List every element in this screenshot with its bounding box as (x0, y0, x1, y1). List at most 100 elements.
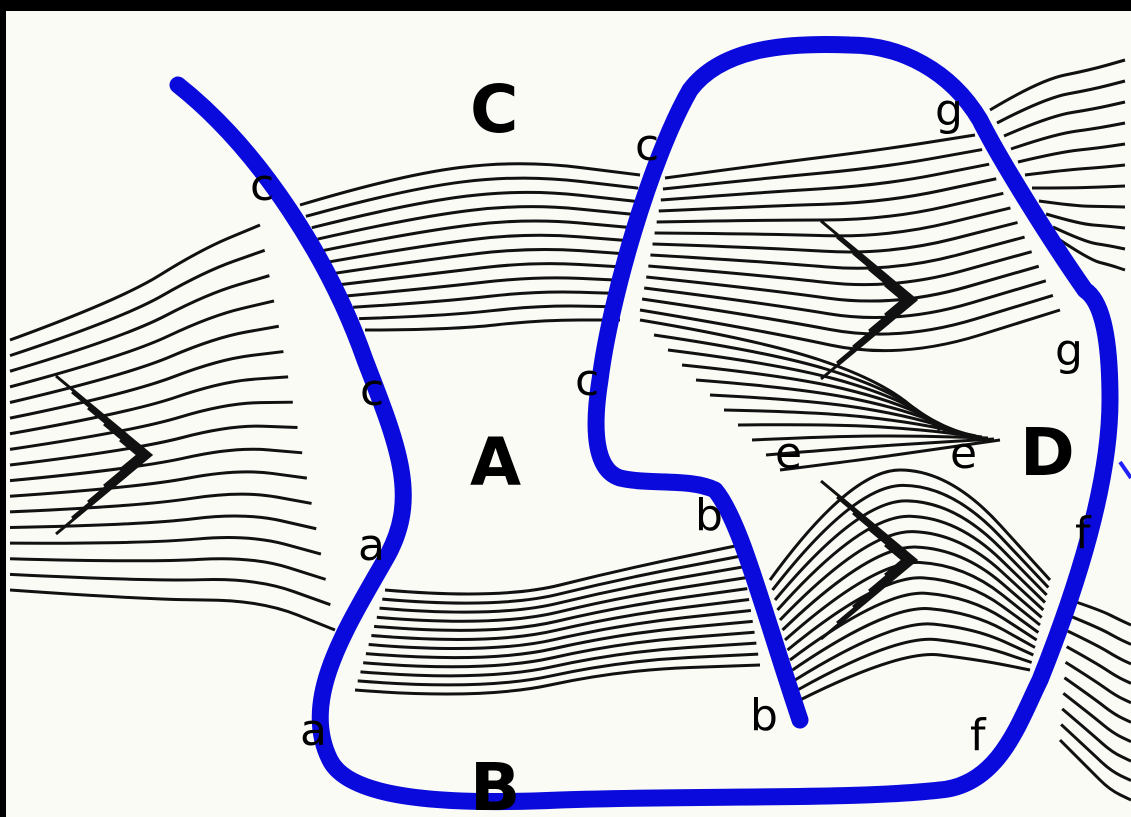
hatch-line (650, 235, 1025, 270)
hatch-line (989, 58, 1126, 112)
hatch-line (9, 350, 284, 420)
hatch-line (662, 148, 983, 191)
hatch-line (1068, 614, 1131, 646)
hatch-line (799, 653, 1031, 702)
hatch-line (1038, 199, 1126, 209)
hatch-line (1064, 660, 1131, 705)
hatch-line (709, 393, 971, 437)
blue-stroke-fragment (1118, 460, 1131, 480)
edge-label-f-right: f (1075, 508, 1092, 559)
left-border (0, 0, 6, 817)
hatch-line (667, 348, 953, 434)
hatch-line (996, 79, 1126, 125)
chevron-upper-right (820, 219, 919, 381)
chevron-line (820, 479, 919, 641)
chevron-line (71, 390, 150, 520)
hatch-line (9, 299, 275, 389)
top-border (0, 0, 1131, 11)
chevron-line (87, 406, 147, 504)
hatch-line (791, 607, 1036, 672)
chevron-line (868, 527, 909, 593)
region-label-a: A (470, 424, 521, 501)
edge-label-c-top: c (635, 120, 659, 171)
hatch-line (384, 543, 741, 596)
band-right-bottom (1058, 598, 1131, 802)
hatch-line (1067, 629, 1131, 666)
hatch-line (9, 447, 303, 483)
chevron-line (119, 438, 141, 472)
band-bottom-right (768, 468, 1052, 702)
band-bottom-left (354, 543, 761, 696)
hatch-line (723, 408, 977, 438)
hatch-line (359, 304, 622, 321)
chevron-line (820, 219, 919, 381)
hatch-line (335, 247, 630, 275)
hatch-line (317, 205, 635, 241)
band-left (9, 223, 336, 632)
chevron-line (852, 251, 912, 349)
hatch-line (1052, 225, 1126, 251)
hatch-line (1058, 738, 1131, 802)
hatch-line (652, 221, 1018, 254)
hatch-line (695, 378, 965, 436)
hatch-line (765, 437, 995, 457)
hatch-line (9, 514, 317, 531)
hatch-line (9, 274, 270, 373)
band-top-right (639, 133, 1061, 353)
hatch-line (796, 637, 1033, 692)
chevron-left (55, 374, 154, 536)
hatch-line (371, 598, 750, 641)
hatch-line (1045, 212, 1126, 230)
hatch-line (664, 133, 976, 180)
hatch-line (9, 557, 327, 581)
hatch-line (9, 400, 293, 451)
hatch-line (773, 499, 1048, 601)
hatch-line (789, 591, 1038, 662)
chevron-lower-right (820, 479, 919, 641)
hatch-line (794, 622, 1034, 682)
hatch-bands (9, 58, 1131, 802)
hatch-line (9, 470, 308, 498)
hatch-line (368, 608, 752, 651)
edge-label-a-bottom: a (300, 705, 327, 756)
hatch-line (771, 483, 1050, 591)
edge-label-g-right: g (1055, 325, 1083, 376)
hatch-line (641, 293, 1054, 336)
hatch-line (648, 250, 1033, 287)
edge-label-b-bottom: b (750, 690, 778, 741)
hatch-line (360, 641, 757, 678)
hatch-line (1069, 598, 1131, 627)
edge-label-e-right: e (950, 428, 977, 479)
hatch-line (364, 318, 620, 332)
region-label-b: B (470, 749, 520, 817)
hatch-line (9, 492, 312, 514)
hatch-line (382, 554, 743, 605)
hatch-line (1061, 707, 1131, 763)
hatch-line (681, 363, 959, 435)
hatch-line (781, 545, 1043, 632)
hatch-line (299, 162, 641, 207)
hatch-line (9, 588, 336, 632)
hatch-line (660, 162, 990, 202)
hatch-line (9, 248, 266, 358)
hatch-line (1060, 723, 1131, 782)
edge-label-a-left: a (358, 520, 385, 571)
hatch-line (379, 565, 744, 614)
hatch-line (786, 576, 1040, 652)
hatch-line (654, 206, 1011, 238)
hatch-line (658, 177, 997, 213)
edge-label-c-mid-left: c (360, 365, 384, 416)
edge-label-b-mid: b (695, 490, 723, 541)
hatch-line (365, 619, 753, 660)
hatch-line (329, 233, 632, 264)
hatch-line (639, 308, 1061, 353)
region-label-c: C (470, 71, 518, 148)
hatch-line (776, 514, 1047, 612)
chevron-line (884, 543, 906, 577)
hatch-line (643, 279, 1047, 320)
hatch-line (373, 587, 748, 632)
hatch-line (656, 191, 1004, 224)
chevron-line (103, 422, 144, 488)
hatch-line (341, 262, 628, 287)
edge-label-c-upper-left: c (250, 160, 274, 211)
